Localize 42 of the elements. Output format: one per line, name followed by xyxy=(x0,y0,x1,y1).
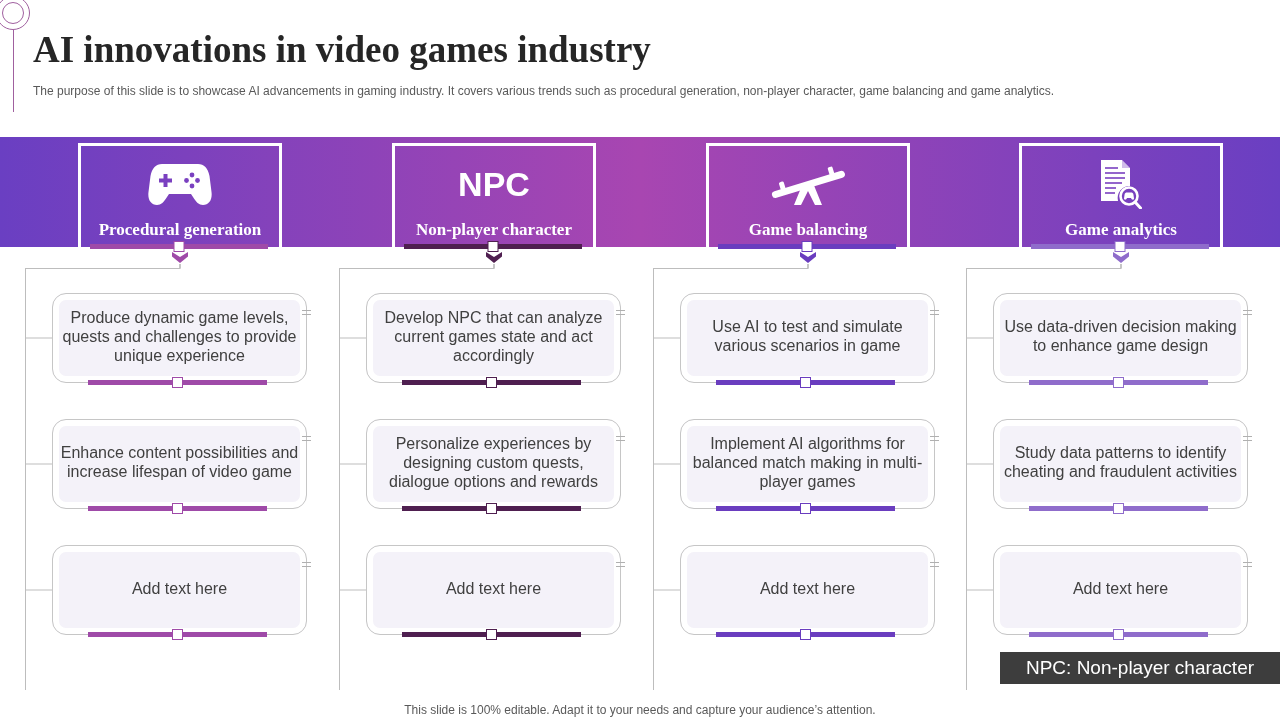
category-header xyxy=(706,143,910,264)
category-header xyxy=(1019,143,1223,264)
card-text: Add text here xyxy=(1072,578,1169,598)
category-title: Game analytics xyxy=(1065,220,1177,240)
text-card xyxy=(366,419,621,509)
text-card xyxy=(52,419,307,509)
category-header xyxy=(78,143,282,264)
subtitle-text: The purpose of this slide is to showcase AI advancements in gaming industry. It covers various trends such as procedural generation, non-player character, game balancing and game analytics. xyxy=(33,84,1054,98)
category-title: Non-player character xyxy=(416,220,572,240)
text-card xyxy=(52,293,307,383)
card-text: Use data-driven decision making to enhance game design xyxy=(1003,317,1238,355)
card-text: Add text here xyxy=(759,578,856,598)
note-banner xyxy=(1000,652,1280,684)
connector-line xyxy=(25,263,181,591)
note-text: NPC: Non-player character xyxy=(1025,657,1255,679)
card-text: Produce dynamic game levels, quests and challenges to provide unique experience xyxy=(61,307,298,365)
card-text: Study data patterns to identify cheating and fraudulent activities xyxy=(1002,443,1238,481)
card-text: Personalize experiences by designing custom quests, dialogue options and rewards xyxy=(388,433,599,491)
text-card xyxy=(993,419,1248,509)
category-title: Game balancing xyxy=(748,220,868,240)
category-title: Procedural generation xyxy=(98,220,262,240)
card-text: Develop NPC that can analyze current games state and act accordingly xyxy=(383,307,604,365)
text-card xyxy=(993,293,1248,383)
text-card xyxy=(993,545,1248,635)
connector-line xyxy=(966,263,1122,591)
connector-line xyxy=(339,263,495,591)
card-text: Use AI to test and simulate various scenarios in game xyxy=(711,317,904,355)
card-text: Enhance content possibilities and increase lifespan of video game xyxy=(60,443,299,481)
text-card xyxy=(680,419,935,509)
footer-text: This slide is 100% editable. Adapt it to your needs and capture your audience’s attention. xyxy=(403,703,877,718)
text-card xyxy=(52,545,307,635)
text-card xyxy=(366,545,621,635)
text-card xyxy=(680,545,935,635)
card-text: Add text here xyxy=(445,578,542,598)
connector-line xyxy=(653,263,809,591)
abbreviation-text: NPC xyxy=(458,167,530,201)
category-header xyxy=(392,143,596,264)
text-card xyxy=(680,293,935,383)
card-text: Implement AI algorithms for balanced match making in multi-player games xyxy=(691,433,924,491)
card-text: Add text here xyxy=(131,578,228,598)
slide-title: AI innovations in video games industry xyxy=(33,28,651,72)
text-card xyxy=(366,293,621,383)
